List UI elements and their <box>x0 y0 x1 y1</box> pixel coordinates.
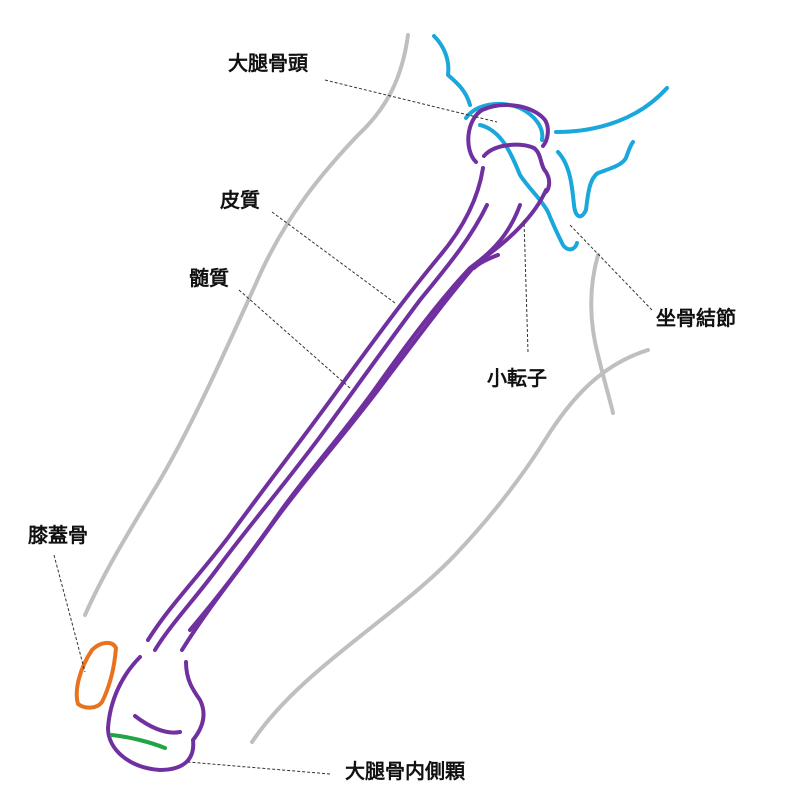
leader-femoral-head <box>324 79 498 123</box>
femur-distal-condyle <box>106 655 206 772</box>
label-femoral-head: 大腿骨頭 <box>228 51 309 75</box>
label-medulla: 髄質 <box>189 266 229 290</box>
condyle-mark <box>110 733 167 750</box>
leg-outline-posterior <box>589 253 615 415</box>
leader-ischial-tuberosity <box>569 224 653 311</box>
leader-medial-condyle <box>187 761 331 775</box>
pelvis-ischium <box>556 140 635 219</box>
leader-lines <box>53 79 653 775</box>
femur-lesser-trochanter <box>472 253 500 270</box>
label-patella: 膝蓋骨 <box>28 523 88 547</box>
label-medial-condyle: 大腿骨内側顆 <box>345 759 466 783</box>
patella <box>74 641 118 710</box>
pelvis-iliac-wing <box>432 34 472 107</box>
femur-medulla-lateral <box>153 203 489 652</box>
pelvis-acetabulum-wall <box>478 123 579 252</box>
femur-cortex-outer-medial <box>180 188 548 652</box>
leader-patella <box>53 554 86 673</box>
pelvis-pubis <box>554 86 669 134</box>
leg-outline <box>83 33 650 744</box>
label-cortex: 皮質 <box>220 188 260 212</box>
femur-cortex-outer-lateral <box>146 166 485 642</box>
label-lesser-trochanter: 小転子 <box>487 366 547 390</box>
leader-cortex <box>271 211 396 304</box>
labels: 大腿骨頭 皮質 髄質 坐骨結節 小転子 膝蓋骨 大腿骨内側顆 <box>28 51 736 783</box>
leg-outline-calf <box>250 348 650 744</box>
leg-outline-anterior <box>83 33 410 617</box>
femur-head-neck-line <box>482 142 552 194</box>
leader-lesser-trochanter <box>523 219 529 353</box>
label-ischial-tuberosity: 坐骨結節 <box>656 306 736 330</box>
femur-condyle-inner <box>133 714 182 735</box>
leader-medulla <box>238 289 351 389</box>
femur-head <box>466 103 550 164</box>
femur <box>106 103 552 772</box>
